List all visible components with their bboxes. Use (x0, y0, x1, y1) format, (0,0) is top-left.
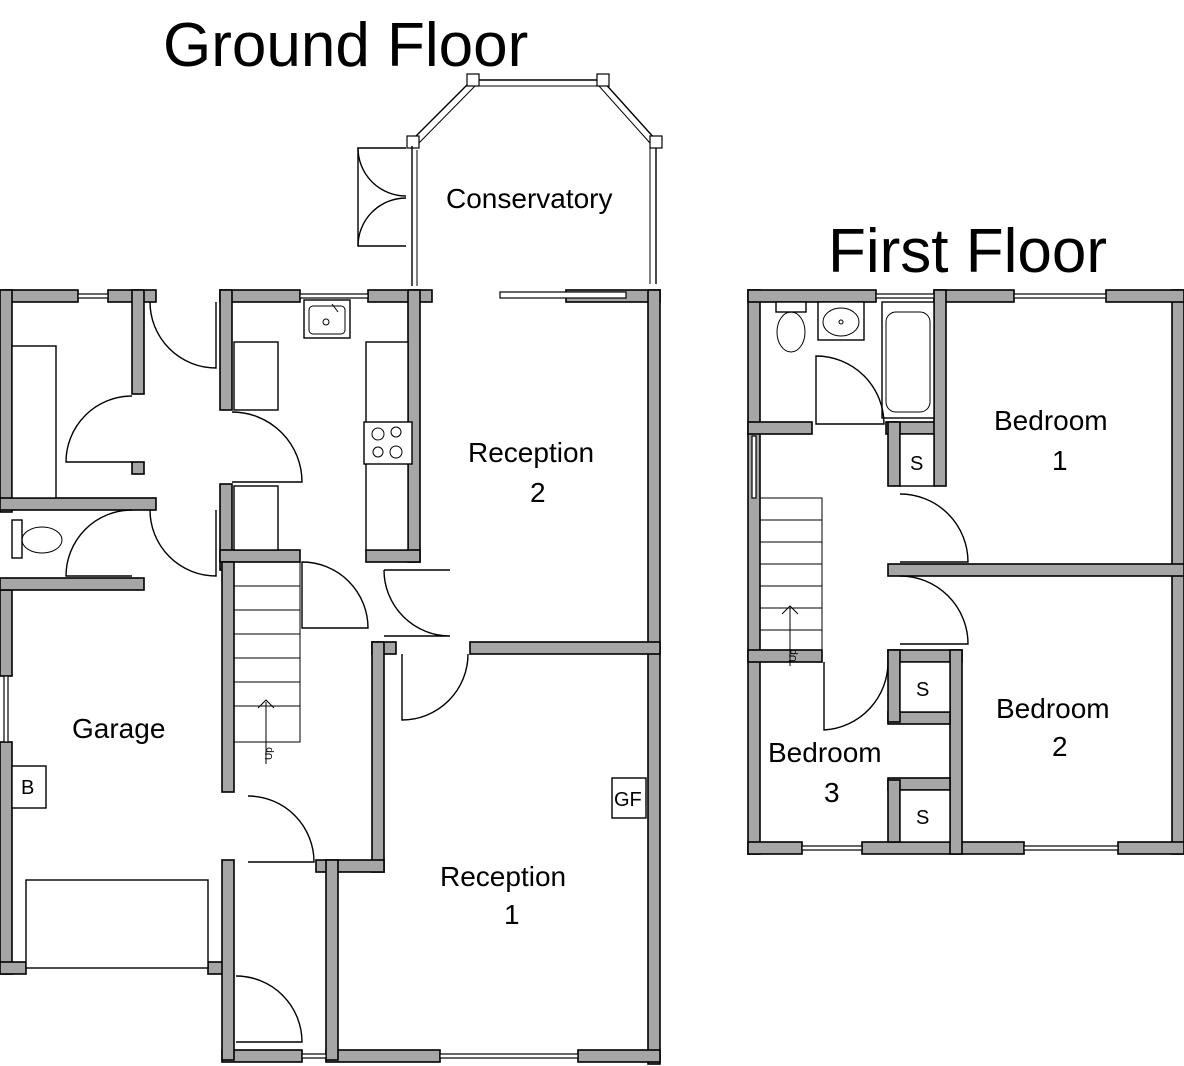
kitchen-sink-icon (303, 299, 351, 339)
ground-windows (3, 291, 627, 1059)
bathroom-fixtures (775, 301, 935, 425)
bedroom-2-number: 2 (1052, 731, 1068, 762)
toilet-icon (775, 301, 807, 353)
ground-floor-plan: Up B GF Conservatory Reception 2 Recepti… (0, 73, 663, 1065)
storage-label-2: S (916, 679, 929, 701)
bedroom-3-label: Bedroom (768, 737, 882, 768)
storage-label-1: S (910, 453, 923, 475)
conservatory-bay-window (357, 73, 663, 286)
bedroom-1-label: Bedroom (994, 405, 1108, 436)
bath-icon (881, 301, 935, 419)
reception-2-label: Reception (468, 437, 594, 468)
garage-label: Garage (72, 713, 165, 744)
reception-1-label: Reception (440, 861, 566, 892)
bedroom-3-number: 3 (824, 777, 840, 808)
garage-door (25, 879, 209, 969)
conservatory-label: Conservatory (446, 183, 613, 214)
storage-cupboards: S S S (899, 433, 951, 843)
door-swing-icon (149, 301, 217, 369)
boiler-label: B (21, 777, 34, 799)
reception-2-number: 2 (530, 477, 546, 508)
ground-doors (65, 301, 469, 1043)
kitchen-units (11, 299, 413, 559)
first-walls (747, 289, 1184, 855)
first-stairs-up-label: Up (788, 649, 799, 662)
door-swing-icon (815, 355, 885, 425)
gas-fire-label: GF (614, 789, 642, 811)
ground-floor-title: Ground Floor (163, 11, 528, 80)
basin-icon (817, 301, 865, 341)
first-doors (823, 493, 969, 731)
first-stairs: Up (759, 497, 823, 666)
gas-fire-box (611, 777, 647, 819)
bedroom-1-number: 1 (1052, 445, 1068, 476)
conservatory-door-left-icon (357, 147, 407, 197)
hob-icon (363, 421, 413, 465)
ground-stairs: Up (233, 561, 301, 764)
boiler-box (11, 765, 47, 809)
first-floor-title: First Floor (828, 217, 1107, 286)
toilet-icon (11, 519, 63, 559)
first-floor-plan: Up S S S Bedroom 1 Bedroom 2 Bedroom 3 (747, 289, 1184, 855)
stairs-up-label: Up (264, 747, 275, 760)
reception-1-number: 1 (504, 899, 520, 930)
first-windows (751, 293, 1119, 851)
storage-label-3: S (916, 807, 929, 829)
bedroom-2-label: Bedroom (996, 693, 1110, 724)
